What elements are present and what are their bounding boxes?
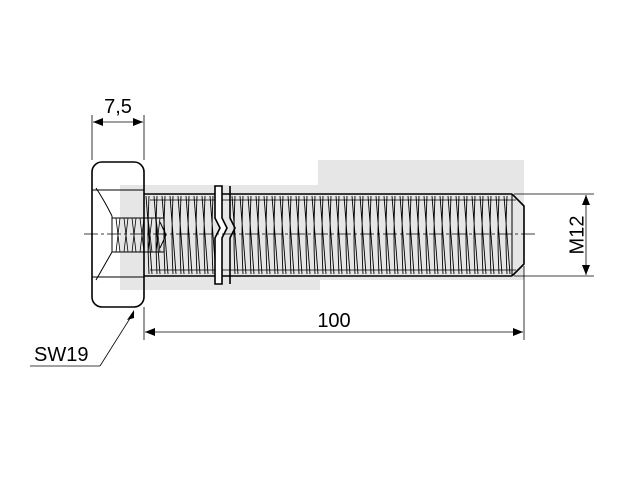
thread-dimension: M12 xyxy=(514,193,594,277)
head-width-label: 7,5 xyxy=(104,96,132,118)
thread-label: M12 xyxy=(566,216,588,255)
wrench-size-leader: SW19 xyxy=(30,310,135,367)
wrench-size-label: SW19 xyxy=(34,344,88,366)
length-dimension: 100 xyxy=(143,266,525,340)
length-label: 100 xyxy=(317,310,350,332)
screw-shank xyxy=(144,185,525,285)
break-lines xyxy=(214,185,236,285)
thread-pattern xyxy=(145,195,511,274)
head-width-dimension: 7,5 xyxy=(91,96,145,160)
